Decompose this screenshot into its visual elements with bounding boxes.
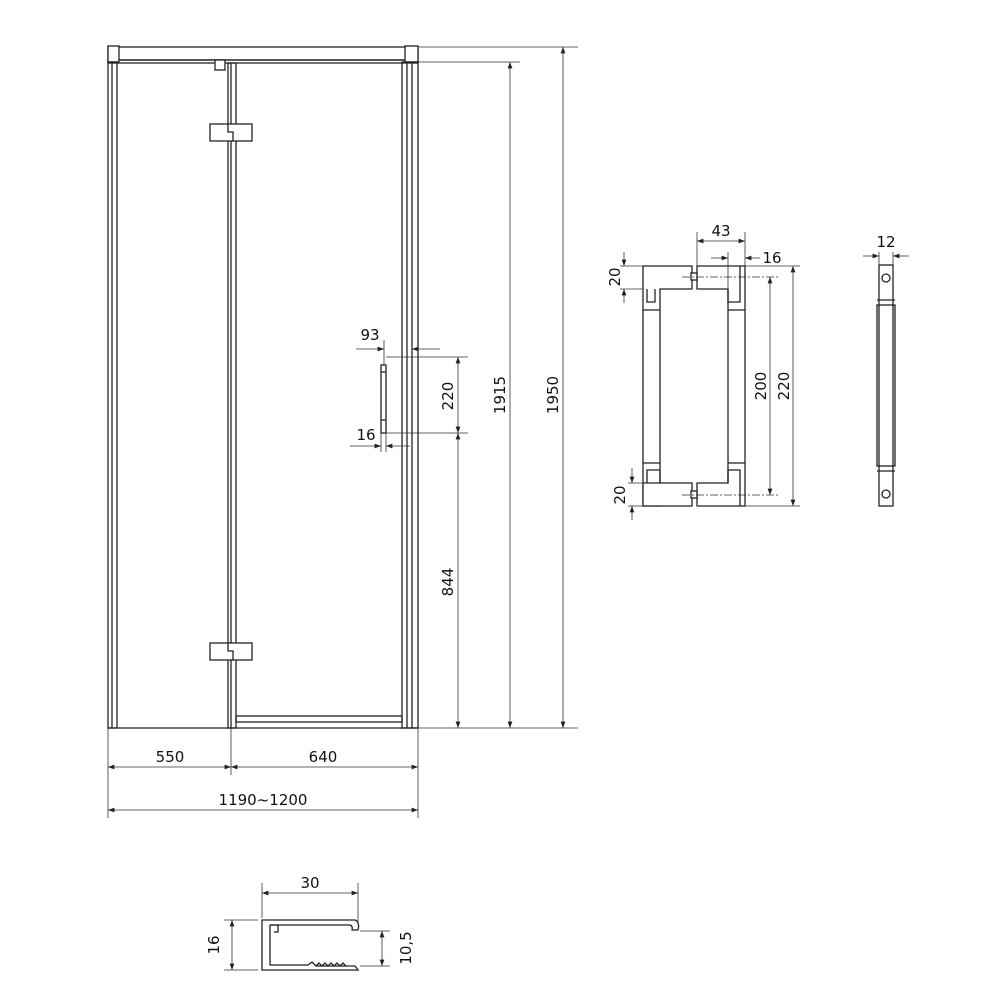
dim-profile-height: 16 [205, 935, 223, 954]
door-handle [380, 364, 387, 434]
dim-handle-projection: 43 [711, 222, 730, 240]
hinge-top [209, 123, 253, 142]
dim-door-width: 640 [309, 748, 338, 766]
dim-handle-height: 844 [439, 568, 457, 597]
hinge-post [227, 62, 237, 729]
dim-door-height: 1915 [491, 376, 509, 414]
handle-detail-side: 12 [863, 233, 909, 507]
dim-handle-total-length: 220 [775, 372, 793, 401]
dim-hole-spacing: 200 [752, 372, 770, 401]
dim-handle-bar: 16 [762, 249, 781, 267]
top-left-cap [107, 45, 120, 63]
dim-side-width: 12 [876, 233, 895, 251]
screw-hole-icon [881, 489, 891, 499]
door-bottom-rail [235, 715, 403, 723]
right-door-profile [401, 61, 419, 729]
stopper [214, 59, 226, 71]
dim-handle-offset: 93 [360, 326, 379, 344]
hinge-bottom [209, 642, 253, 661]
screw-hole-icon [881, 273, 891, 283]
front-view-dimensions: 1950 1915 220 844 93 16 550 640 1190~120… [107, 46, 578, 818]
dim-total-width: 1190~1200 [219, 791, 308, 809]
top-rail [107, 46, 419, 61]
dim-fixed-panel-width: 550 [156, 748, 185, 766]
dim-profile-width: 30 [300, 874, 319, 892]
dim-total-height: 1950 [544, 376, 562, 414]
profile-cross-section: 30 16 10,5 [205, 874, 415, 971]
dim-bottom-block: 20 [611, 485, 629, 504]
dim-handle-length: 220 [439, 382, 457, 411]
dim-profile-inner-height: 10,5 [397, 931, 415, 964]
dim-handle-depth: 16 [356, 426, 375, 444]
shower-door-front-view [107, 45, 419, 729]
dim-top-block: 20 [606, 267, 624, 286]
top-right-cap [404, 45, 419, 63]
handle-detail-dimensions: 43 16 20 20 200 220 [606, 222, 800, 520]
